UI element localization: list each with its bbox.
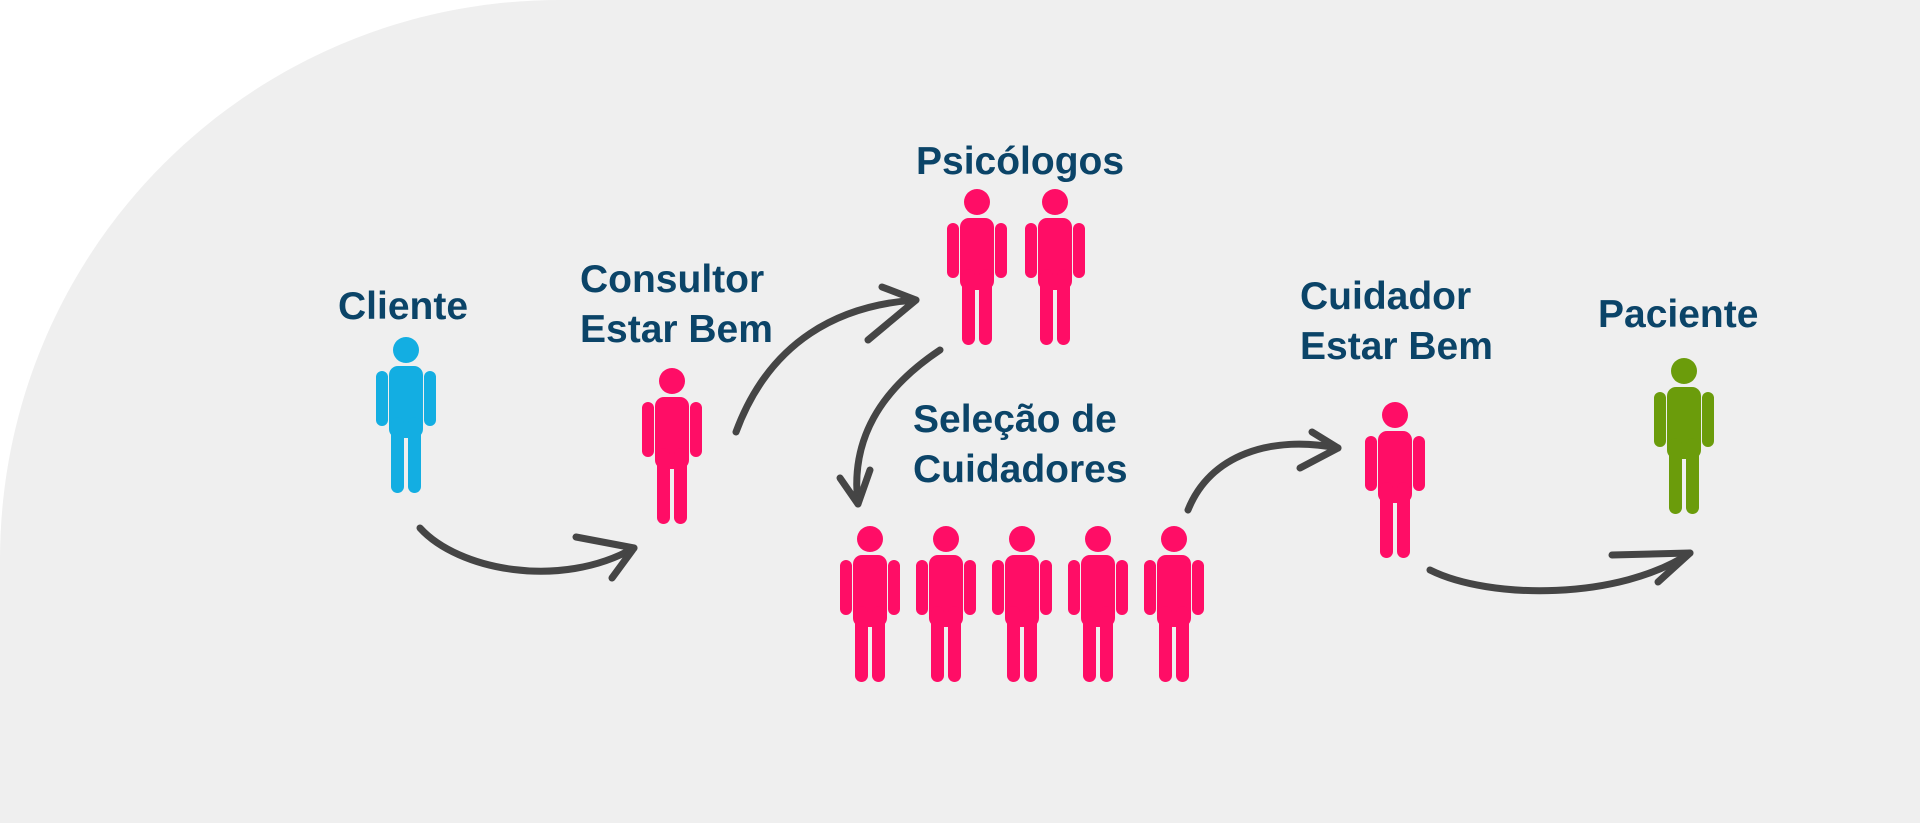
label-selecao-line2: Cuidadores <box>913 448 1128 491</box>
arrow-caregiver-to-patient-icon <box>1426 549 1694 595</box>
label-cuidador: Cuidador Estar Bem <box>1300 272 1493 372</box>
arrow-psychologists-to-selection-icon <box>836 346 944 508</box>
label-selecao-line1: Seleção de <box>913 398 1117 441</box>
label-selecao: Seleção de Cuidadores <box>913 395 1128 495</box>
label-paciente: Paciente <box>1598 290 1758 340</box>
label-consultor-line1: Consultor <box>580 258 765 301</box>
arrow-consultant-to-psychologists-icon <box>732 283 920 436</box>
label-cliente-text: Cliente <box>338 285 469 328</box>
arrow-selection-to-caregiver-icon <box>1184 428 1342 514</box>
label-cuidador-line2: Estar Bem <box>1300 325 1493 368</box>
label-consultor-line2: Estar Bem <box>580 308 773 351</box>
label-cuidador-line1: Cuidador <box>1300 275 1472 318</box>
label-consultor: Consultor Estar Bem <box>580 255 773 355</box>
label-psicologos-text: Psicólogos <box>916 140 1125 183</box>
label-cliente: Cliente <box>338 282 468 332</box>
arrow-client-to-consultant-icon <box>416 524 638 582</box>
label-psicologos: Psicólogos <box>916 137 1124 187</box>
label-paciente-text: Paciente <box>1598 293 1759 336</box>
